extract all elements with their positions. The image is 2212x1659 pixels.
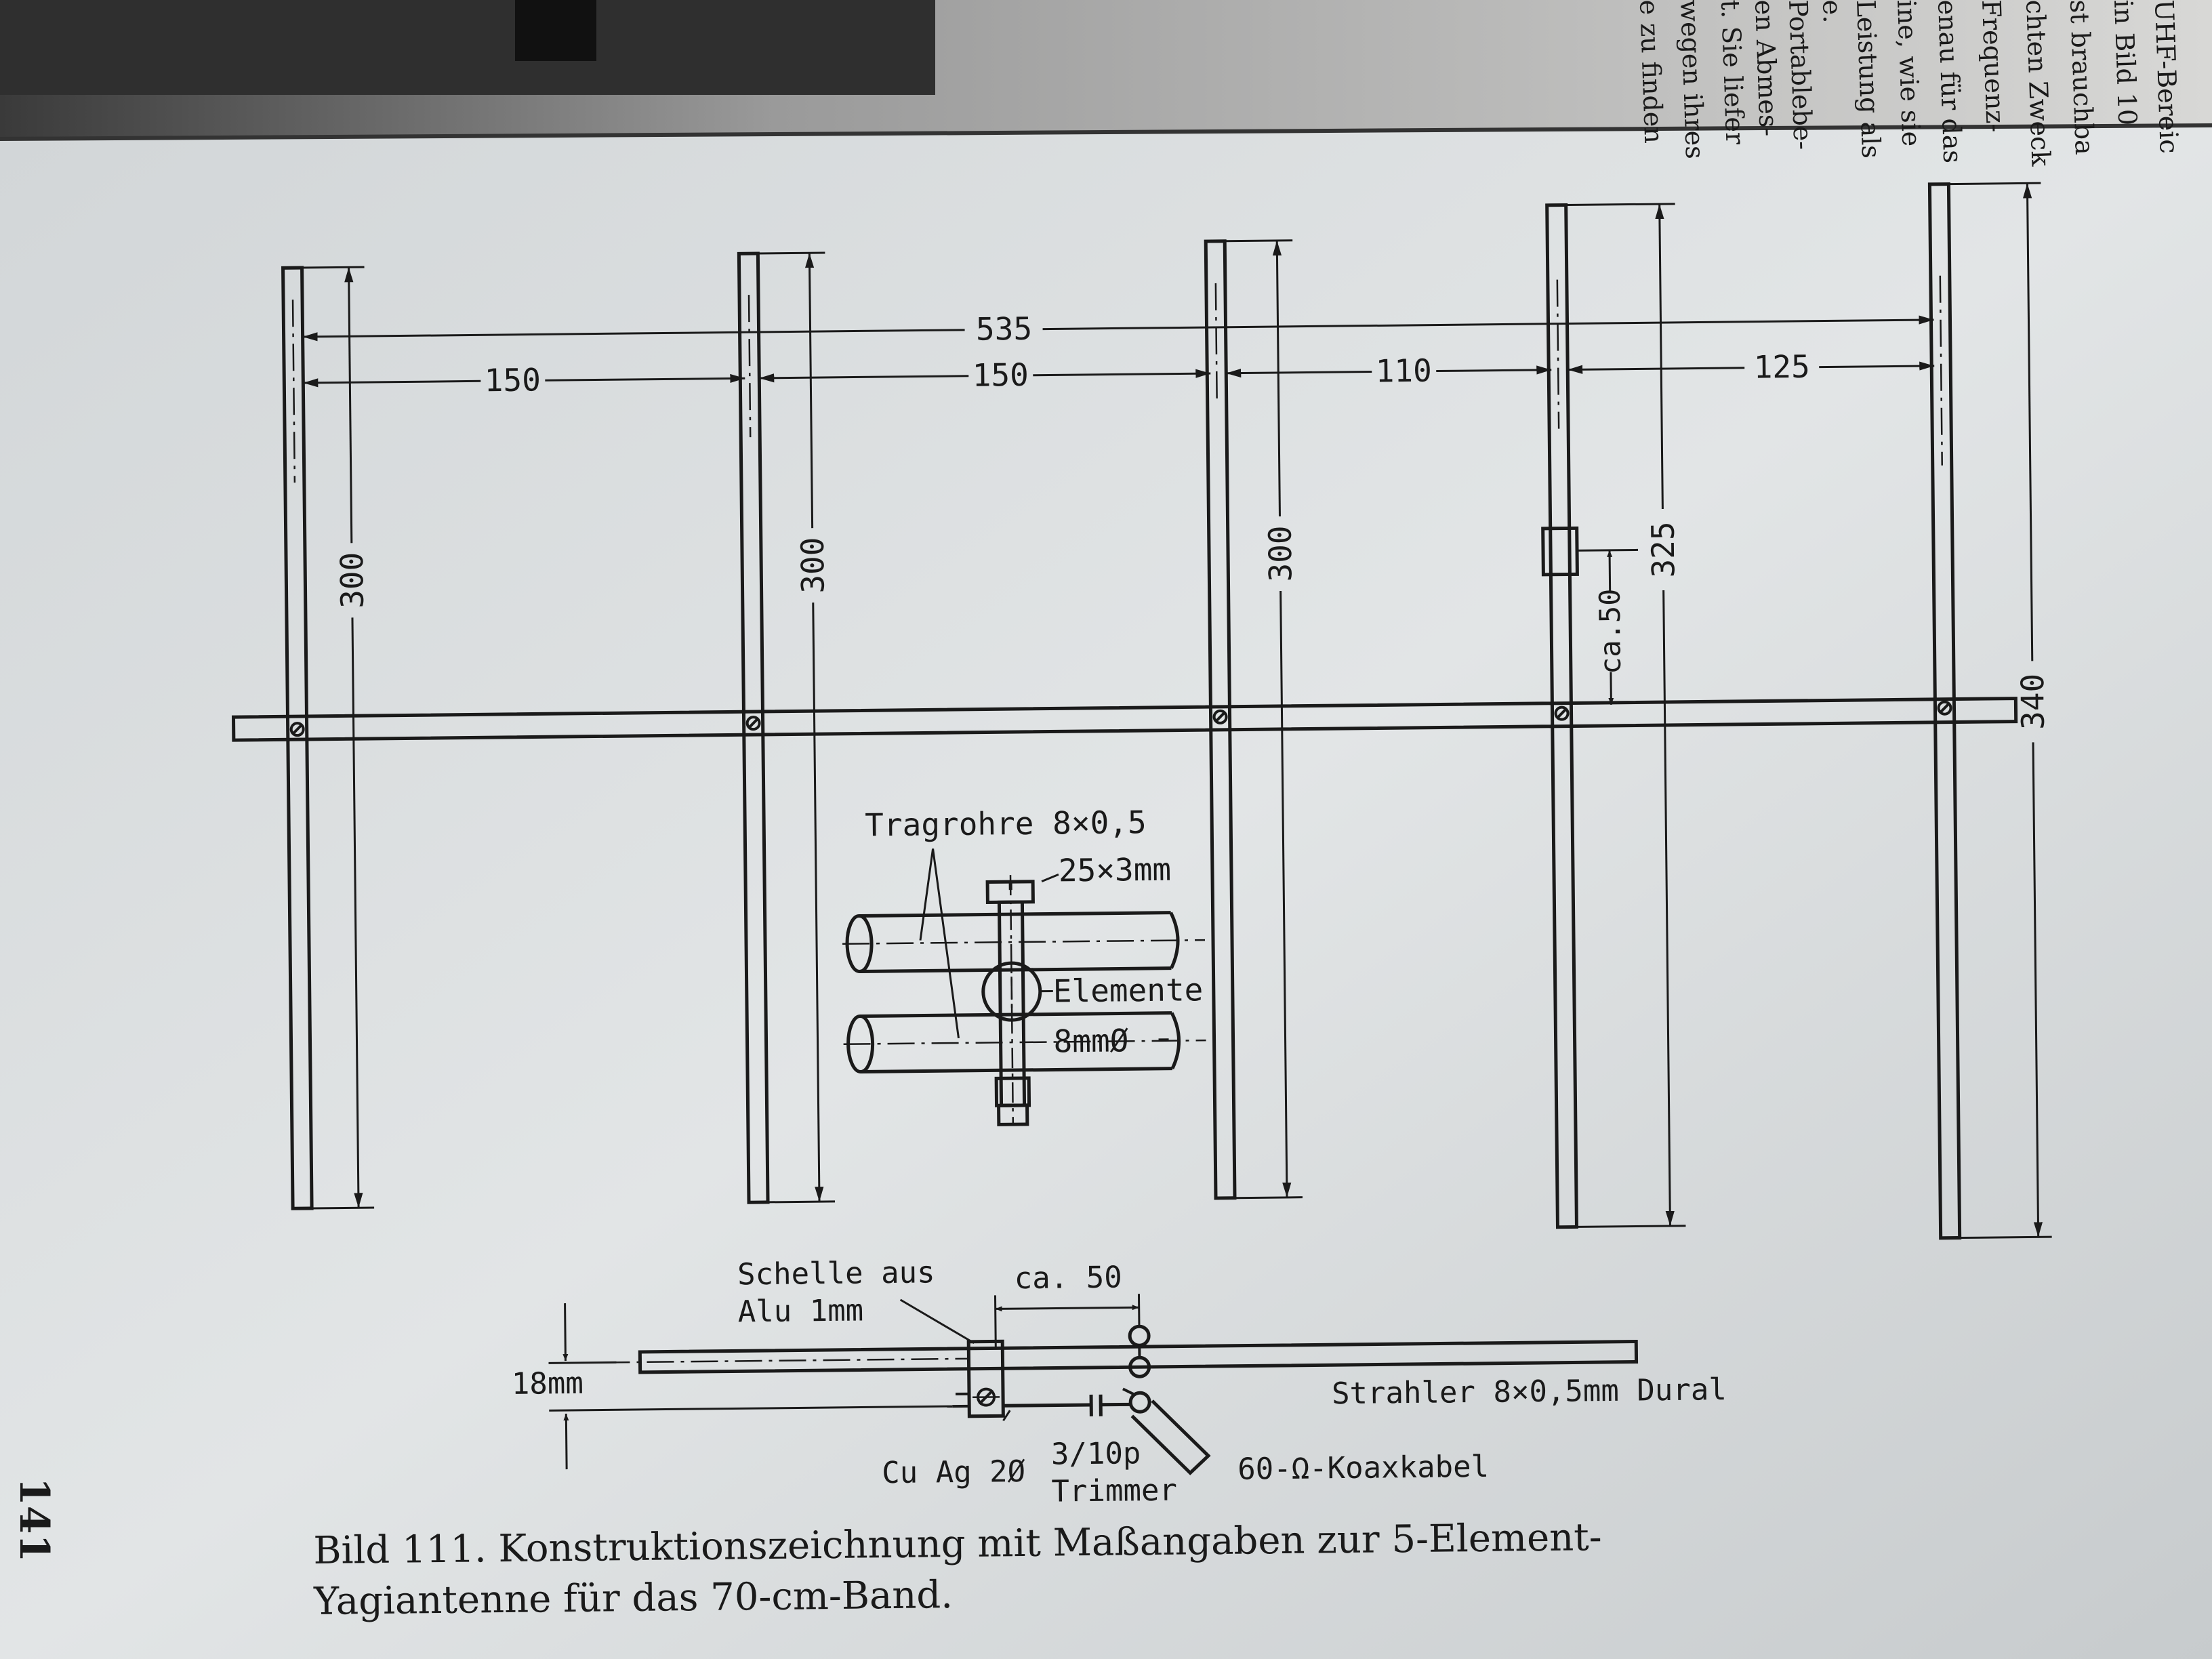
facing-page-line: en Abmes- bbox=[1749, 0, 1784, 137]
dim-element-1: 300 bbox=[333, 552, 371, 609]
label-radiator: Strahler 8×0,5mm Dural bbox=[1332, 1372, 1727, 1411]
facing-page-line: in Bild 10 bbox=[2108, 0, 2142, 126]
facing-page-line: Portablebe- bbox=[1783, 0, 1818, 150]
dim-total: 535 bbox=[976, 310, 1033, 348]
label-element-dia: 8mmØ bbox=[1053, 1022, 1128, 1059]
label-elements: Elemente bbox=[1053, 971, 1204, 1009]
element-driven bbox=[737, 251, 770, 1204]
dim-element-2: 300 bbox=[794, 537, 832, 594]
facing-page-line: st brauchba bbox=[2064, 0, 2100, 155]
label-18mm: 18mm bbox=[512, 1366, 583, 1401]
label-wire: Cu Ag 2Ø bbox=[882, 1454, 1025, 1490]
facing-photo bbox=[0, 0, 935, 95]
dim-spacing-1: 150 bbox=[484, 361, 541, 398]
label-clamp-2: Alu 1mm bbox=[737, 1293, 863, 1329]
facing-page-line: enau für das bbox=[1932, 0, 1967, 164]
facing-page-line: chten Zweck bbox=[2020, 0, 2056, 167]
mount-detail: Tragrohre 8×0,5 25×3mm Elemente 8mmØ bbox=[842, 804, 1206, 1126]
label-coax: 60-Ω-Koaxkabel bbox=[1237, 1450, 1489, 1487]
boom-screws bbox=[289, 700, 1952, 737]
dim-feed-offset: ca.50 bbox=[1593, 588, 1627, 674]
element-director-2 bbox=[1545, 203, 1579, 1229]
dim-spacing-3: 110 bbox=[1375, 352, 1432, 390]
page bbox=[0, 125, 2212, 1659]
facing-page-line: ine, wie sie bbox=[1891, 0, 1927, 147]
dim-element-5: 340 bbox=[2014, 674, 2051, 731]
figure-caption-line-2: Yagiantenne für das 70-cm-Band. bbox=[313, 1573, 954, 1624]
spacing-dimensions: 535 150 150 110 125 bbox=[302, 310, 1935, 398]
dim-element-3: 300 bbox=[1262, 525, 1299, 582]
facing-page-line: t. Sie liefer bbox=[1715, 0, 1750, 146]
element-director-1 bbox=[1204, 239, 1237, 1200]
label-trimmer-2: Trimmer bbox=[1051, 1473, 1177, 1509]
facing-page-line: wegen ihres bbox=[1675, 0, 1710, 159]
facing-page-line: Leistung als bbox=[1851, 0, 1886, 159]
clamp bbox=[966, 1339, 1005, 1418]
label-clamp-1: Schelle aus bbox=[737, 1255, 935, 1292]
label-tubes: Tragrohre 8×0,5 bbox=[865, 804, 1147, 843]
radiator-detail: ca. 50 18mm Schelle aus Alu 1mm Strahler… bbox=[512, 1255, 1727, 1509]
facing-page-line: e zu finden bbox=[1634, 0, 1668, 144]
facing-page-line: UHF-Bereic bbox=[2149, 0, 2184, 154]
label-ca50: ca. 50 bbox=[1014, 1260, 1122, 1296]
dim-spacing-4: 125 bbox=[1753, 348, 1810, 386]
length-dimensions: 300 300 300 325 ca.50 bbox=[302, 182, 2052, 1240]
element-director-3 bbox=[1927, 182, 1962, 1240]
page-number: 141 bbox=[10, 1477, 58, 1562]
boom bbox=[231, 697, 2018, 742]
label-trimmer-1: 3/10p bbox=[1051, 1436, 1141, 1471]
dim-spacing-2: 150 bbox=[972, 356, 1029, 394]
facing-page-line: e. bbox=[1817, 0, 1847, 24]
dim-element-4: 325 bbox=[1645, 521, 1682, 578]
label-screw: 25×3mm bbox=[1059, 851, 1172, 889]
facing-page-line: Frequenz- bbox=[1976, 0, 2011, 133]
